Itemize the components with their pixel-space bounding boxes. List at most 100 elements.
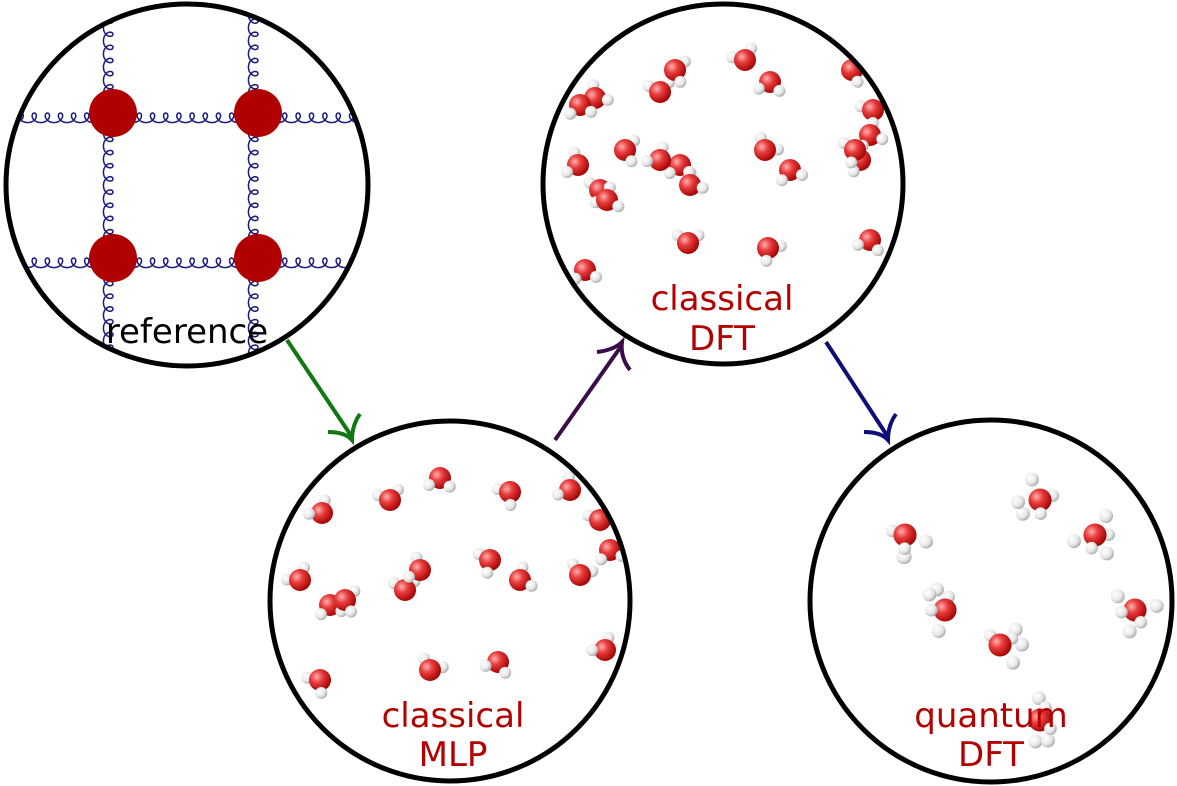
hydrogen-atom <box>1085 541 1098 555</box>
hydrogen-atom <box>551 488 564 501</box>
hydrogen-atom <box>851 238 864 251</box>
oxygen-atom <box>334 589 356 611</box>
panel-classical-mlp: classical MLP <box>267 418 633 784</box>
hydrogen-atom <box>595 553 608 566</box>
hydrogen-atom <box>586 644 599 657</box>
water-molecule <box>851 229 884 257</box>
hydrogen-atom <box>481 566 494 579</box>
hydrogen-atom <box>752 82 765 95</box>
hydrogen-atom <box>1149 598 1164 613</box>
water-molecule <box>564 94 598 120</box>
oxygen-atom <box>893 523 917 547</box>
oxygen-atom <box>379 489 401 511</box>
water-molecule <box>479 651 512 679</box>
water-molecule <box>1028 701 1057 736</box>
hydrogen-atom <box>561 166 574 179</box>
hydrogen-atom <box>1134 616 1148 629</box>
atom <box>234 89 282 137</box>
oxygen-atom <box>754 139 776 161</box>
water-molecule <box>371 483 404 511</box>
hydrogen-atom <box>499 666 512 679</box>
hydrogen-atom <box>1099 509 1114 524</box>
ice-molecule <box>1110 589 1164 639</box>
water-molecule <box>586 631 616 661</box>
cdft-label-line2: DFT <box>689 319 755 359</box>
oxygen-atom <box>309 669 331 691</box>
atom <box>89 89 137 137</box>
hydrogen-atom <box>1044 722 1057 736</box>
water-molecule <box>679 166 709 196</box>
panel-circle <box>267 418 633 784</box>
hydrogen-atom <box>922 587 937 602</box>
hydrogen-atom <box>1034 507 1047 520</box>
panel-circle <box>807 417 1175 785</box>
water-molecule <box>775 159 809 187</box>
hydrogen-atom <box>315 686 328 699</box>
hydrogen-atom <box>1011 495 1026 510</box>
hydrogen-atom <box>443 480 456 493</box>
reference-label: reference <box>106 312 268 352</box>
water-molecule <box>314 594 348 621</box>
oxygen-atom <box>757 237 779 259</box>
water-molecule <box>596 181 625 213</box>
hydrogen-atom <box>1031 691 1046 706</box>
hydrogen-atom <box>585 105 598 118</box>
panel-reference: reference <box>3 1 371 369</box>
hydrogen-atom <box>876 133 889 146</box>
water-molecule <box>1115 598 1148 629</box>
hydrogen-atom <box>1110 589 1125 604</box>
water-molecule <box>423 467 456 493</box>
hydrogen-atom <box>1040 733 1055 748</box>
ice-molecule <box>1011 472 1060 521</box>
hydrogen-atom <box>1006 655 1021 670</box>
ice-molecule <box>984 622 1029 670</box>
water-molecule <box>885 523 917 555</box>
hydrogen-atom <box>479 659 492 672</box>
water-molecule <box>641 141 671 171</box>
oxygen-atom <box>499 481 521 503</box>
water-molecule <box>664 55 691 88</box>
spring <box>110 257 261 269</box>
oxygen-atom <box>289 569 311 591</box>
hydrogen-atom <box>1066 534 1081 549</box>
hydrogen-atom <box>775 174 788 187</box>
hydrogen-atom <box>641 154 654 167</box>
hydrogen-atom <box>898 542 911 555</box>
water-molecule <box>417 652 449 681</box>
water-molecule <box>561 146 589 179</box>
water-molecule <box>551 471 581 501</box>
water-molecule <box>752 71 786 97</box>
water-molecule <box>856 124 889 152</box>
hydrogen-atom <box>1099 546 1114 561</box>
arrow-mlp-to-classical-dft <box>553 336 632 442</box>
water-molecule <box>754 131 784 161</box>
mlp-label-line1: classical <box>382 696 525 736</box>
atom <box>234 234 282 282</box>
panel-quantum-dft: quantum DFT <box>807 417 1175 785</box>
hydrogen-atom <box>696 181 709 194</box>
hydrogen-atom <box>601 93 614 106</box>
qdft-label-line2: DFT <box>958 735 1024 775</box>
oxygen-atom <box>649 149 671 171</box>
hydrogen-atom <box>590 270 603 283</box>
hydrogen-atom <box>925 603 938 617</box>
atom <box>89 234 137 282</box>
oxygen-atom <box>664 59 686 81</box>
ice-molecule <box>885 523 933 564</box>
hydrogen-atom <box>1115 605 1128 619</box>
hydrogen-atom <box>918 534 933 549</box>
mlp-label-line2: MLP <box>419 735 488 775</box>
hydrogen-atom <box>674 75 687 88</box>
spring <box>247 110 259 261</box>
qdft-label-line1: quantum <box>914 696 1068 736</box>
water-molecule <box>1083 523 1115 555</box>
water-molecule <box>509 561 538 592</box>
oxygen-atom <box>649 81 671 103</box>
water-molecule <box>301 669 331 699</box>
hydrogen-atom <box>1024 472 1039 487</box>
oxygen-atom <box>509 569 531 591</box>
hydrogen-atom <box>525 579 538 592</box>
panel-circle <box>540 1 906 367</box>
water-molecule <box>281 561 311 591</box>
water-molecule <box>1028 488 1060 520</box>
